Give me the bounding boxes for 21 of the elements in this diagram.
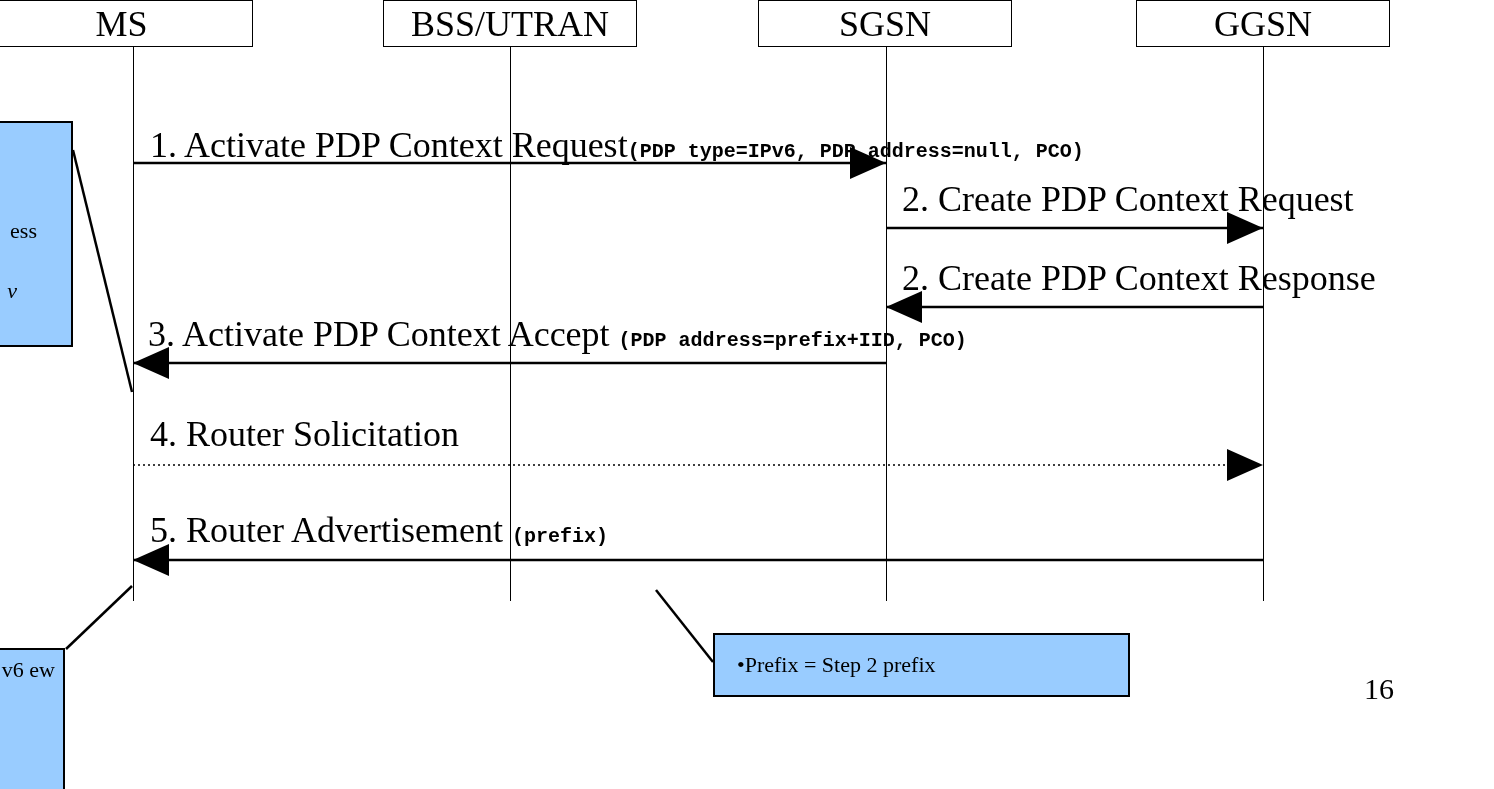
message-arrow [133, 147, 886, 179]
note-text: ess [10, 217, 37, 245]
message-arrow [133, 347, 886, 379]
message-label: 5. Router Advertisement (prefix) [150, 512, 608, 548]
note-text: v6 ew [1, 656, 55, 684]
message-label: 4. Router Solicitation [150, 416, 459, 452]
message-arrow [886, 212, 1263, 244]
leader-line [71, 149, 134, 393]
participant-box: BSS/UTRAN [383, 0, 637, 47]
participant-box: MS [0, 0, 253, 47]
note-box [713, 633, 1130, 697]
leader-line [655, 589, 714, 663]
page-number: 16 [1364, 672, 1394, 706]
message-arrow [886, 291, 1263, 323]
note-text: •Prefix = Step 2 prefix [737, 651, 936, 680]
message-arrow [133, 544, 1263, 576]
leader-line [65, 585, 133, 650]
participant-box: SGSN [758, 0, 1012, 47]
participant-box: GGSN [1136, 0, 1390, 47]
note-text: v [7, 276, 17, 305]
message-arrow [132, 449, 1264, 481]
